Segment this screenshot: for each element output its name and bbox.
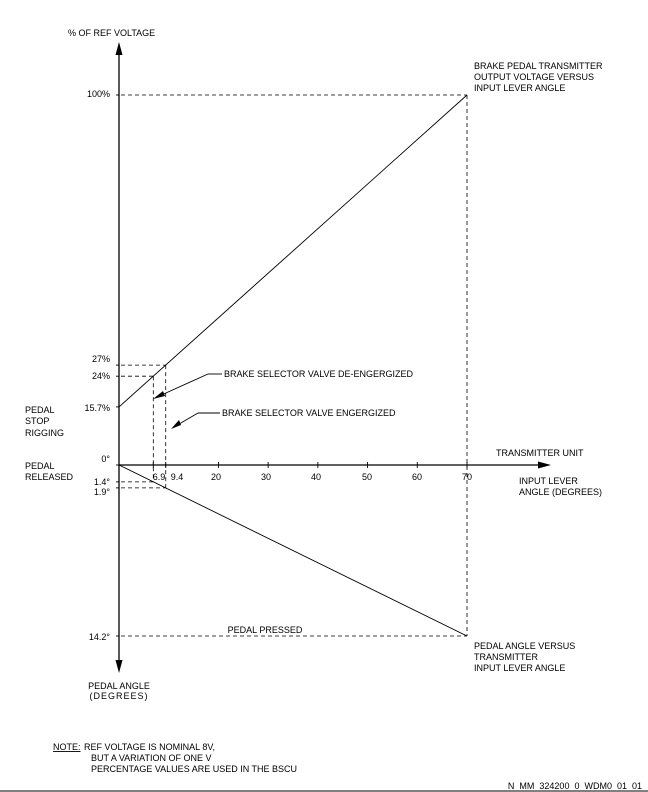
x-tick-label: 9.4 xyxy=(171,472,184,482)
x-axis-label-3: ANGLE (DEGREES) xyxy=(519,487,602,497)
series-label-pedal: TRANSMITTER xyxy=(474,652,538,662)
y-tick-label: 0° xyxy=(101,454,110,464)
note-prefix: NOTE: xyxy=(53,742,81,752)
x-tick-label: 40 xyxy=(311,472,321,482)
voltage-series-line xyxy=(118,94,468,408)
guide-lines xyxy=(121,94,468,637)
callout-arrowhead xyxy=(171,420,181,429)
pedal-stop-label: STOP xyxy=(25,416,49,426)
pedal-series-line xyxy=(118,464,468,637)
series-label-voltage: OUTPUT VOLTAGE VERSUS xyxy=(474,72,594,82)
x-tick-label: 70 xyxy=(462,472,472,482)
callout-deenergized: BRAKE SELECTOR VALVE DE-ENGERGIZED xyxy=(224,369,414,379)
pedal-angle-label-2: (DEGREES) xyxy=(89,691,148,701)
series-label-pedal: INPUT LEVER ANGLE xyxy=(474,663,565,673)
y-tick-label: 100% xyxy=(87,89,110,99)
callout-arrowhead xyxy=(153,391,165,399)
pedal-tick-label: 1.9° xyxy=(94,487,111,497)
x-axis-label-1: TRANSMITTER UNIT xyxy=(496,448,584,458)
pedal-tick-label: 1.4° xyxy=(94,477,111,487)
callout-energized: BRAKE SELECTOR VALVE ENGERGIZED xyxy=(222,408,396,418)
x-tick-label: 50 xyxy=(362,472,372,482)
pedal-angle-label-1: PEDAL ANGLE xyxy=(88,681,150,691)
x-tick-label: 20 xyxy=(211,472,221,482)
x-axis-label-2: INPUT LEVER xyxy=(519,476,578,486)
y-axis-arrow-up xyxy=(115,42,123,55)
note-line: BUT A VARIATION OF ONE V xyxy=(91,753,212,763)
series-label-pedal: PEDAL ANGLE VERSUS xyxy=(474,641,575,651)
series-label-voltage: BRAKE PEDAL TRANSMITTER xyxy=(474,61,603,71)
pedal-stop-label: PEDAL xyxy=(25,405,55,415)
series-label-voltage: INPUT LEVER ANGLE xyxy=(474,83,565,93)
y-tick-label: 24% xyxy=(92,371,110,381)
figure-id: N_MM_324200_0_WDM0_01_01 xyxy=(508,781,642,791)
callout-leader-deenergized xyxy=(156,373,209,398)
y-tick-label: 15.7% xyxy=(84,403,110,413)
x-tick-marks xyxy=(116,94,468,637)
pedal-stop-label: RIGGING xyxy=(25,428,64,438)
x-tick-label: 30 xyxy=(261,472,271,482)
note-line: REF VOLTAGE IS NOMINAL 8V, xyxy=(84,742,215,752)
pedal-released-label: RELEASED xyxy=(25,472,74,482)
y-tick-label: 27% xyxy=(92,354,110,364)
y-axis-arrow-down xyxy=(115,660,123,673)
pedal-pressed-label: PEDAL PRESSED xyxy=(228,625,303,635)
x-tick-label: 6.9 xyxy=(153,472,166,482)
pedal-tick-label: 14.2° xyxy=(89,632,111,642)
y-axis-label: % OF REF VOLTAGE xyxy=(68,28,155,38)
x-tick-label: 60 xyxy=(412,472,422,482)
pedal-released-label: PEDAL xyxy=(25,461,55,471)
note-line: PERCENTAGE VALUES ARE USED IN THE BSCU xyxy=(91,764,297,774)
x-axis-arrow xyxy=(538,461,551,469)
series-lines xyxy=(118,94,468,637)
